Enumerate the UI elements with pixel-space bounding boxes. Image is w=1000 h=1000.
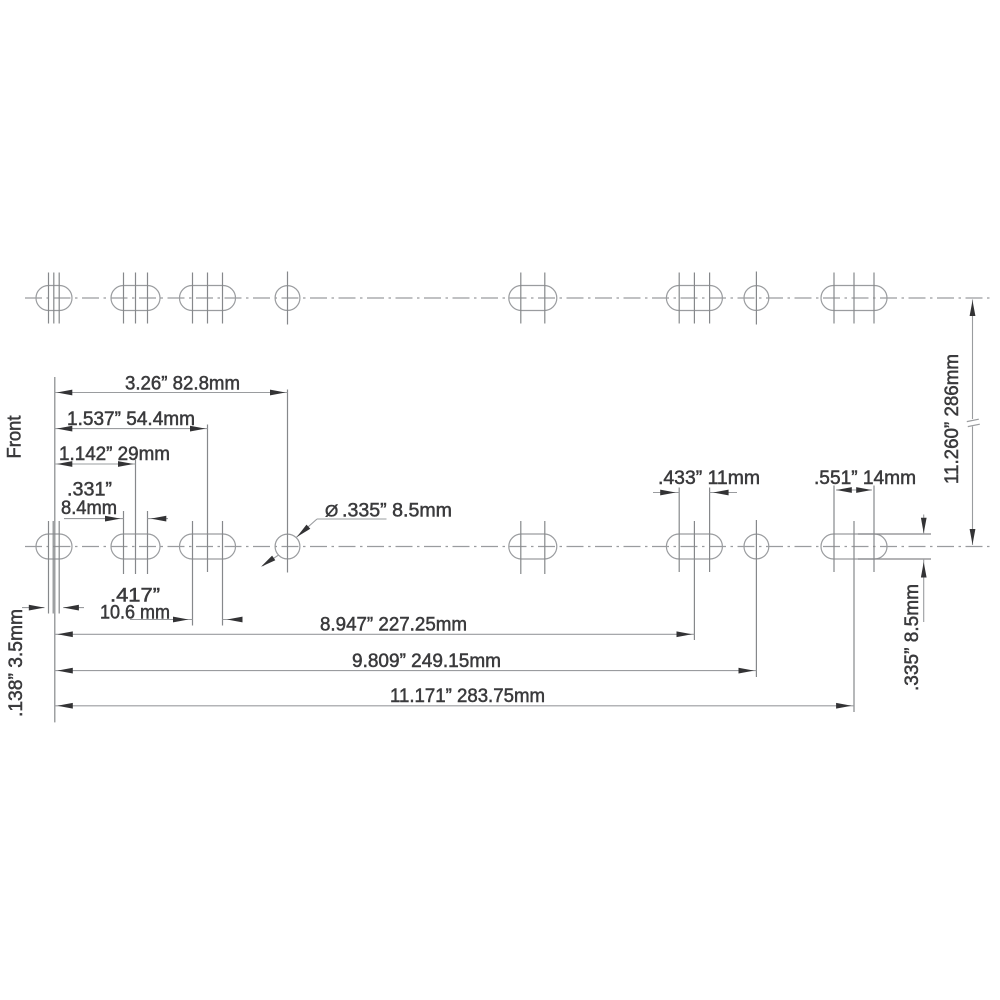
svg-text:8.4mm: 8.4mm bbox=[61, 498, 117, 519]
svg-text:8.947” 227.25mm: 8.947” 227.25mm bbox=[320, 615, 467, 636]
svg-text:.551” 14mm: .551” 14mm bbox=[814, 468, 916, 489]
svg-text:11.171” 283.75mm: 11.171” 283.75mm bbox=[390, 686, 545, 707]
svg-text:.335” 8.5mm: .335” 8.5mm bbox=[342, 501, 452, 522]
svg-text:1.537” 54.4mm: 1.537” 54.4mm bbox=[67, 409, 195, 430]
svg-text:.331”: .331” bbox=[67, 480, 112, 501]
svg-text:.138” 3.5mm: .138” 3.5mm bbox=[6, 609, 27, 717]
svg-text:Ø: Ø bbox=[325, 502, 338, 521]
svg-text:1.142” 29mm: 1.142” 29mm bbox=[59, 444, 170, 465]
svg-text:11.260” 286mm: 11.260” 286mm bbox=[942, 354, 963, 484]
svg-text:9.809” 249.15mm: 9.809” 249.15mm bbox=[352, 651, 501, 672]
svg-text:3.26” 82.8mm: 3.26” 82.8mm bbox=[125, 374, 240, 395]
svg-text:Front: Front bbox=[5, 415, 26, 459]
svg-text:.417”: .417” bbox=[110, 586, 160, 607]
svg-text:.335” 8.5mm: .335” 8.5mm bbox=[902, 584, 923, 691]
svg-text:.433” 11mm: .433” 11mm bbox=[658, 468, 760, 489]
svg-text:10.6 mm: 10.6 mm bbox=[100, 603, 170, 624]
